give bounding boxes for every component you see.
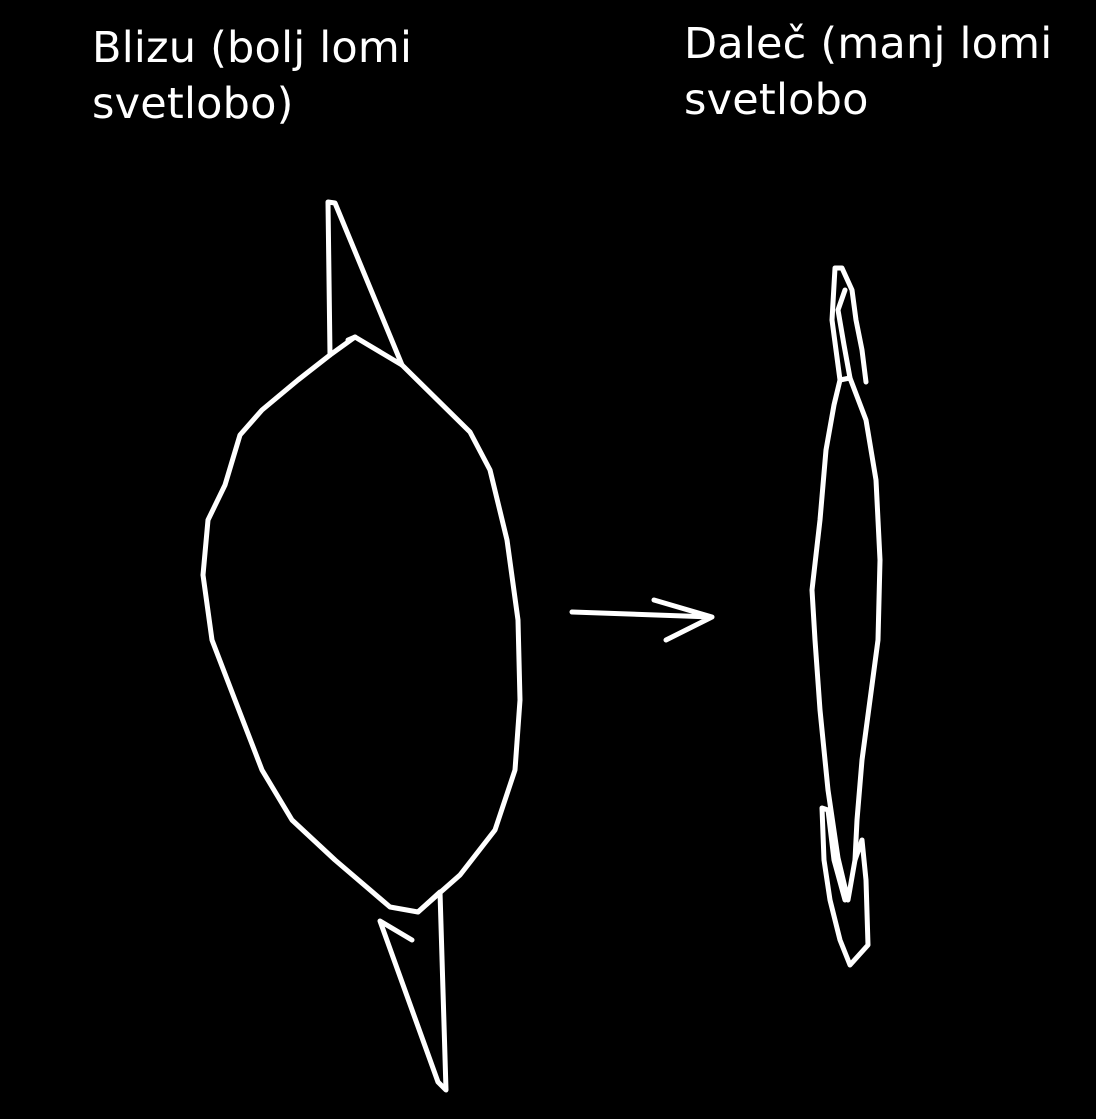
thin-lens-top-loop [829, 265, 869, 385]
far-lens-label-line1: Daleč (manj lomi [684, 19, 1053, 69]
thick-lens-bottom-fiber [377, 889, 449, 1093]
near-lens-label: Blizu (bolj lomi svetlobo) [92, 20, 412, 132]
far-lens-label: Daleč (manj lomi svetlobo [684, 16, 1052, 128]
far-lens-label-line2: svetlobo [684, 75, 869, 125]
thin-lens-outline [809, 375, 883, 903]
arrow-icon [569, 597, 715, 643]
thick-lens-outline [200, 334, 523, 915]
thick-lens-top-fiber [325, 199, 405, 368]
thin-lens-bottom-loop [819, 805, 871, 968]
near-lens-label-line2: svetlobo) [92, 79, 294, 129]
near-lens-label-line1: Blizu (bolj lomi [92, 23, 413, 73]
